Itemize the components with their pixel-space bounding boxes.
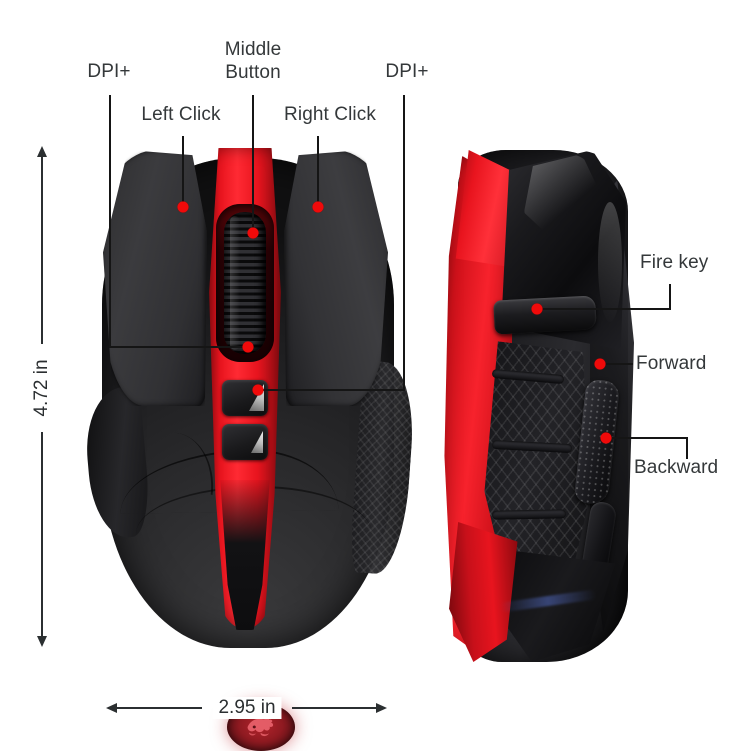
height-value: 4.72 in xyxy=(31,353,53,423)
label-forward: Forward xyxy=(636,353,707,374)
leader-right-click xyxy=(317,136,319,207)
leader-backward-vertical xyxy=(686,437,688,459)
label-left-click: Left Click xyxy=(141,104,221,125)
label-dpi-plus-left: DPI+ xyxy=(87,61,131,82)
mouse-right-side-view xyxy=(440,150,640,662)
right-click-button[interactable] xyxy=(284,150,388,406)
fire-key-button[interactable] xyxy=(493,295,597,335)
height-line-lower xyxy=(41,432,43,636)
label-dpi-plus-right: DPI+ xyxy=(385,61,429,82)
height-arrow-top xyxy=(37,146,47,157)
dot-dpi-plus-right xyxy=(252,384,264,396)
dot-dpi-plus-left xyxy=(242,341,254,353)
leader-backward-horizontal xyxy=(606,437,688,439)
width-line-left xyxy=(117,707,202,709)
leader-left-click xyxy=(182,136,184,207)
leader-dpi-left-vertical xyxy=(109,95,111,348)
leader-forward xyxy=(600,363,633,365)
scroll-wheel[interactable] xyxy=(224,212,266,354)
label-middle-button: Middle Button xyxy=(224,39,282,84)
dot-right-click xyxy=(312,201,324,213)
label-backward: Backward xyxy=(634,457,719,478)
width-arrow-left xyxy=(106,703,117,713)
leader-middle-button xyxy=(252,95,254,234)
leader-dpi-right-vertical xyxy=(403,95,405,391)
leader-fire-key-horizontal xyxy=(537,308,671,310)
left-click-button[interactable] xyxy=(103,150,207,406)
width-line-right xyxy=(292,707,376,709)
dot-fire-key xyxy=(531,303,543,315)
leader-dpi-right-horizontal xyxy=(258,389,404,391)
mouse-side-groove-3 xyxy=(491,509,567,520)
dot-forward xyxy=(594,358,606,370)
leader-dpi-left-horizontal xyxy=(109,346,249,348)
mouse-side-rim-gloss xyxy=(598,202,622,322)
mouse-top-view xyxy=(81,148,418,751)
label-fire-key: Fire key xyxy=(640,252,709,273)
dpi-down-highlight xyxy=(251,431,263,453)
height-arrow-bottom xyxy=(37,636,47,647)
width-value: 2.95 in xyxy=(212,697,282,719)
height-line-upper xyxy=(41,156,43,344)
dot-middle-button xyxy=(247,227,259,239)
leader-fire-key-vertical xyxy=(669,284,671,309)
dot-left-click xyxy=(177,201,189,213)
label-right-click: Right Click xyxy=(284,104,376,125)
dot-backward xyxy=(600,432,612,444)
dpi-down-button[interactable] xyxy=(222,424,268,460)
width-arrow-right xyxy=(376,703,387,713)
